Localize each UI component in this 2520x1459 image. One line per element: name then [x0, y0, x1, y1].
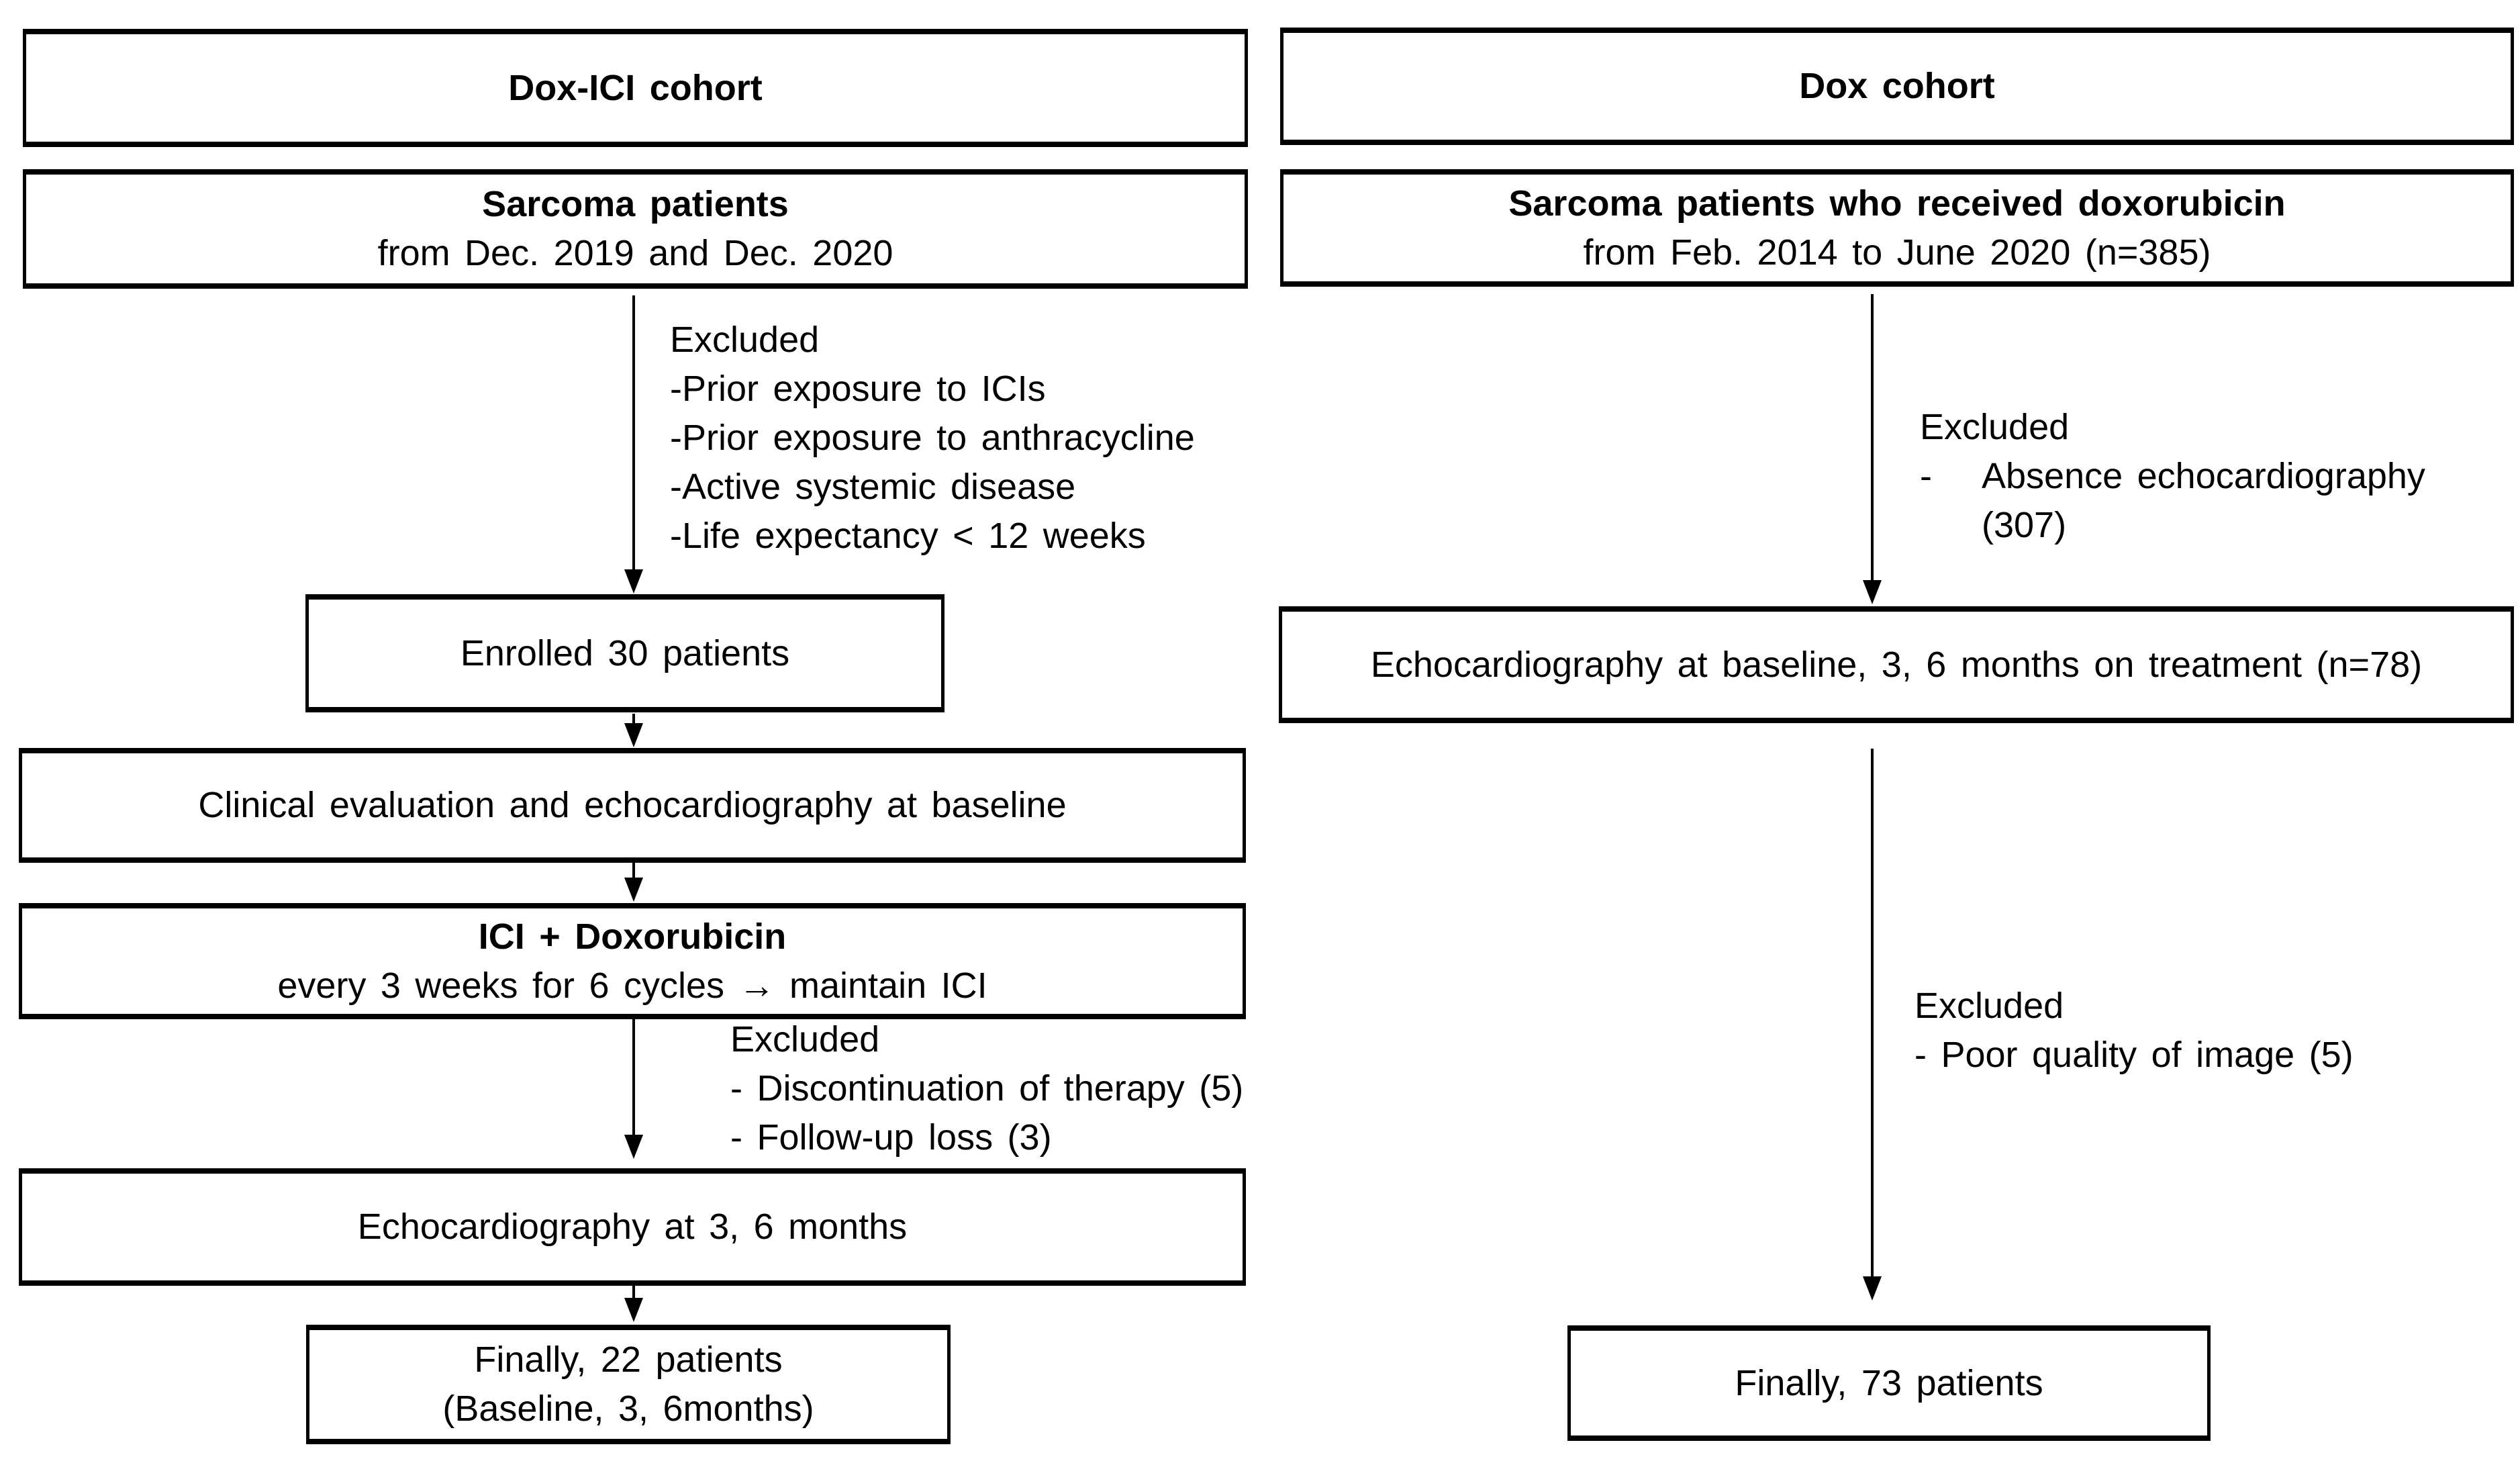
- left-treatment-title: ICI + Doxorubicin: [478, 916, 787, 957]
- arrow-shaft: [1871, 294, 1874, 580]
- right-cohort-header-label: Dox cohort: [1799, 66, 1995, 106]
- left-final-box: Finally, 22 patients (Baseline, 3, 6mont…: [306, 1325, 951, 1444]
- arrow-shaft: [632, 1019, 635, 1135]
- arrow-head-icon: [624, 1298, 643, 1322]
- left-exclusion-note-2: Excluded - Discontinuation of therapy (5…: [730, 1015, 1243, 1162]
- arrow-shaft: [632, 863, 635, 878]
- left-arrow-source-to-enrolled: [624, 295, 643, 594]
- left-followup-label: Echocardiography at 3, 6 months: [357, 1207, 908, 1247]
- left-arrow-treatment-to-followup: [624, 1019, 643, 1159]
- right-arrow-source-to-echo: [1863, 294, 1882, 604]
- exclusion-title: Excluded: [1915, 986, 2064, 1026]
- left-enrolled-box: Enrolled 30 patients: [305, 594, 944, 712]
- exclusion-title: Excluded: [670, 320, 820, 360]
- exclusion-item: - Follow-up loss (3): [730, 1117, 1052, 1158]
- left-baseline-box: Clinical evaluation and echocardiography…: [19, 748, 1246, 863]
- right-final-label: Finally, 73 patients: [1735, 1362, 2043, 1403]
- left-cohort-header-label: Dox-ICI cohort: [508, 67, 763, 108]
- exclusion-item: - Discontinuation of therapy (5): [730, 1068, 1244, 1109]
- exclusion-item-dash: -: [1920, 456, 1932, 496]
- right-echo-box: Echocardiography at baseline, 3, 6 month…: [1279, 606, 2514, 723]
- exclusion-item: -Prior exposure to anthracycline: [670, 418, 1195, 458]
- exclusion-item: -Active systemic disease: [670, 467, 1076, 507]
- left-final-line1: Finally, 22 patients: [474, 1339, 783, 1380]
- right-source-subtitle: from Feb. 2014 to June 2020 (n=385): [1583, 232, 2211, 273]
- arrow-head-icon: [624, 878, 643, 902]
- exclusion-title: Excluded: [730, 1019, 880, 1060]
- arrow-head-icon: [1863, 580, 1882, 604]
- right-exclusion-note-1: Excluded - Absence echocardiography (307…: [1920, 403, 2425, 550]
- left-baseline-label: Clinical evaluation and echocardiography…: [198, 785, 1067, 825]
- left-treatment-subtitle: every 3 weeks for 6 cycles → maintain IC…: [277, 965, 987, 1006]
- left-final-line2: (Baseline, 3, 6months): [442, 1389, 814, 1429]
- right-source-box: Sarcoma patients who received doxorubici…: [1280, 169, 2514, 287]
- arrow-head-icon: [624, 723, 643, 747]
- left-source-subtitle: from Dec. 2019 and Dec. 2020: [377, 233, 893, 273]
- right-echo-label: Echocardiography at baseline, 3, 6 month…: [1370, 644, 2423, 685]
- left-arrow-baseline-to-treatment: [624, 863, 643, 902]
- right-source-title: Sarcoma patients who received doxorubici…: [1508, 183, 2286, 224]
- left-arrow-followup-to-final: [624, 1286, 643, 1322]
- left-arrow-enrolled-to-baseline: [624, 714, 643, 747]
- exclusion-item-text: Absence echocardiography: [1982, 456, 2425, 496]
- left-followup-box: Echocardiography at 3, 6 months: [19, 1168, 1246, 1286]
- exclusion-item: - Absence echocardiography: [1920, 452, 2425, 501]
- exclusion-title: Excluded: [1920, 407, 2070, 447]
- arrow-head-icon: [624, 569, 643, 594]
- left-source-box: Sarcoma patients from Dec. 2019 and Dec.…: [23, 169, 1248, 289]
- arrow-shaft: [1871, 749, 1874, 1276]
- arrow-shaft: [632, 1286, 635, 1298]
- left-cohort-header-box: Dox-ICI cohort: [23, 29, 1248, 147]
- left-treatment-box: ICI + Doxorubicin every 3 weeks for 6 cy…: [19, 903, 1246, 1019]
- right-exclusion-note-2: Excluded - Poor quality of image (5): [1915, 982, 2354, 1080]
- left-source-title: Sarcoma patients: [482, 184, 789, 224]
- left-enrolled-label: Enrolled 30 patients: [460, 632, 790, 673]
- right-final-box: Finally, 73 patients: [1567, 1325, 2211, 1441]
- right-cohort-header-box: Dox cohort: [1280, 28, 2514, 145]
- exclusion-item: -Life expectancy < 12 weeks: [670, 516, 1146, 556]
- arrow-shaft: [632, 714, 635, 723]
- arrow-shaft: [632, 295, 635, 569]
- right-arrow-echo-to-final: [1863, 749, 1882, 1301]
- arrow-head-icon: [1863, 1276, 1882, 1301]
- exclusion-item: - Poor quality of image (5): [1915, 1035, 2354, 1075]
- exclusion-item-count: (307): [1982, 505, 2067, 545]
- exclusion-item: -Prior exposure to ICIs: [670, 369, 1046, 409]
- left-exclusion-note-1: Excluded -Prior exposure to ICIs -Prior …: [670, 316, 1195, 561]
- arrow-head-icon: [624, 1135, 643, 1159]
